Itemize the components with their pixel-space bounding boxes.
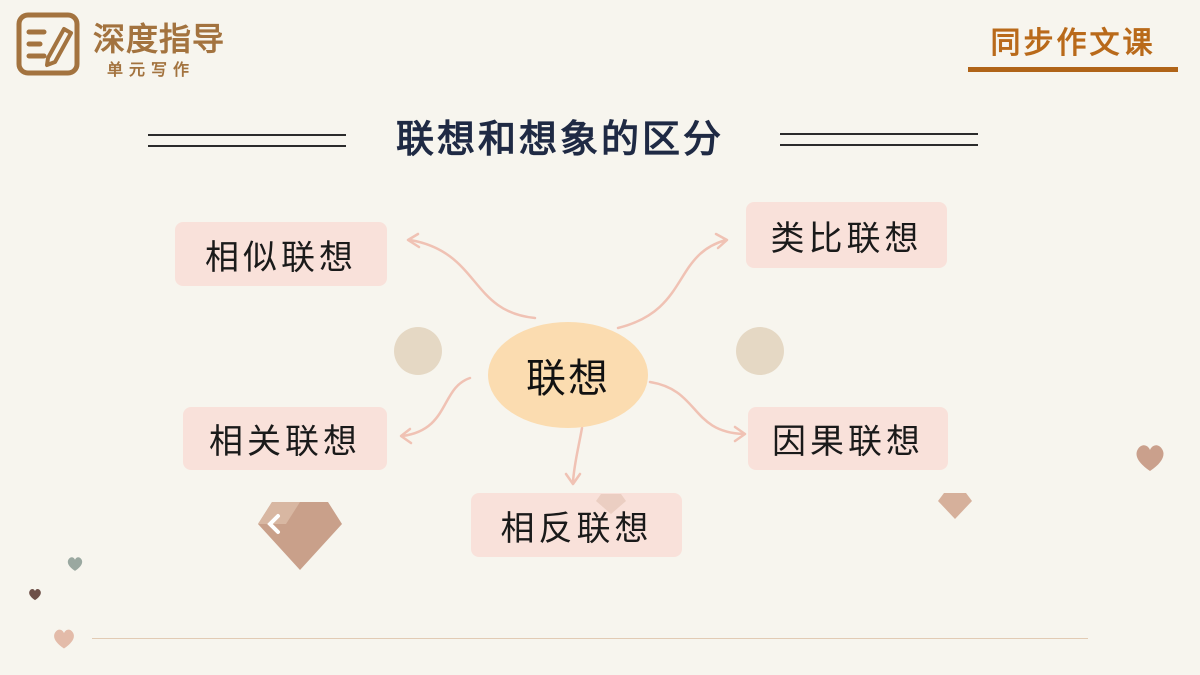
node-similar-association[interactable]: 相似联想 xyxy=(175,222,387,286)
center-node[interactable]: 联想 xyxy=(488,322,648,428)
logo-title: 深度指导 xyxy=(93,20,226,58)
heart-icon-gray xyxy=(67,557,83,571)
arrow-to-related xyxy=(400,376,472,438)
node-opposite-association[interactable]: 相反联想 xyxy=(471,493,682,557)
logo-subtitle: 单元写作 xyxy=(107,60,196,79)
node-causal-association[interactable]: 因果联想 xyxy=(748,407,948,470)
decor-circle-left xyxy=(394,327,442,375)
arrow-to-opposite xyxy=(571,426,584,484)
small-gem-icon xyxy=(596,494,626,514)
title-right-line-bottom xyxy=(780,144,978,146)
title-left-line-top xyxy=(148,134,346,136)
node-analogy-association[interactable]: 类比联想 xyxy=(746,202,947,268)
page-title: 联想和想象的区分 xyxy=(395,117,724,161)
logo-icon xyxy=(16,12,80,76)
course-label: 同步作文课 xyxy=(990,26,1156,61)
title-right-line-top xyxy=(780,133,978,135)
right-gem-icon xyxy=(938,493,972,519)
decor-circle-right xyxy=(736,327,784,375)
heart-icon-right xyxy=(1136,445,1164,471)
diamond-gem-icon xyxy=(258,502,342,570)
arrow-to-similar xyxy=(408,238,537,320)
heart-icon-dark xyxy=(29,588,41,601)
title-left-line-bottom xyxy=(148,145,346,147)
footer-divider xyxy=(92,638,1088,639)
arrow-to-analogy xyxy=(616,238,728,330)
arrow-to-causal xyxy=(648,380,746,436)
heart-icon-pink xyxy=(54,629,74,649)
course-label-underline xyxy=(968,67,1178,72)
node-related-association[interactable]: 相关联想 xyxy=(183,407,387,470)
